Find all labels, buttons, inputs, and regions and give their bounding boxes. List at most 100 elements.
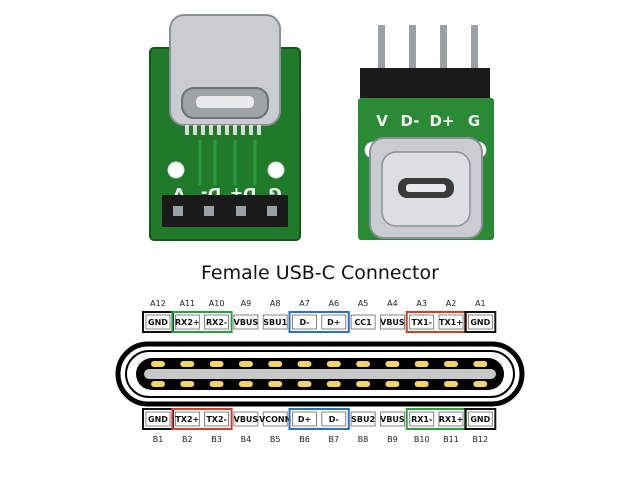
contact-bottom-6 bbox=[326, 381, 341, 387]
bottom-pin-number-10: B11 bbox=[443, 435, 459, 444]
top-pin-number-10: A2 bbox=[446, 299, 457, 308]
top-pin-signal-5: D- bbox=[299, 318, 309, 327]
bottom-group-data bbox=[288, 408, 350, 430]
bottom-pin-number-8: B9 bbox=[387, 435, 398, 444]
contact-bottom-9 bbox=[414, 381, 429, 387]
right-silk-dminus: D- bbox=[401, 112, 420, 130]
right-header-pins bbox=[378, 25, 478, 70]
contact-bottom-0 bbox=[151, 381, 165, 387]
top-pin-number-11: A1 bbox=[475, 299, 486, 308]
bottom-pin-signal-10: RX1+ bbox=[439, 415, 464, 424]
top-pin-signal-3: VBUS bbox=[234, 318, 259, 327]
top-pin-signal-7: CC1 bbox=[354, 318, 372, 327]
top-pin-box-7 bbox=[350, 314, 376, 330]
contact-bottom-4 bbox=[268, 381, 283, 387]
contact-top-8 bbox=[385, 361, 400, 367]
bottom-pin-signal-9: RX1- bbox=[411, 415, 432, 424]
top-pin-number-6: A6 bbox=[329, 299, 340, 308]
top-pin-signal-1: RX2+ bbox=[175, 318, 200, 327]
top-pin-box-2 bbox=[204, 314, 230, 330]
bottom-pin-box-8 bbox=[379, 411, 405, 427]
top-pin-number-9: A3 bbox=[416, 299, 427, 308]
top-pin-box-1 bbox=[174, 314, 200, 330]
top-pin-box-4 bbox=[262, 314, 288, 330]
bottom-pin-signal-0: GND bbox=[148, 415, 168, 424]
top-pin-box-8 bbox=[379, 314, 405, 330]
top-signal-groups bbox=[142, 311, 497, 333]
bottom-signal-groups bbox=[142, 408, 497, 430]
contact-top-5 bbox=[297, 361, 312, 367]
top-pin-number-2: A10 bbox=[209, 299, 225, 308]
bottom-pin-number-0: B1 bbox=[153, 435, 164, 444]
contact-top-6 bbox=[326, 361, 341, 367]
top-pin-number-0: A12 bbox=[150, 299, 166, 308]
bottom-pin-box-1 bbox=[174, 411, 200, 427]
contact-bottom-1 bbox=[180, 381, 195, 387]
left-breakout-board: G D+ D- V bbox=[149, 14, 301, 241]
bottom-pin-number-7: B8 bbox=[358, 435, 369, 444]
bottom-pin-number-1: B2 bbox=[182, 435, 193, 444]
bottom-pin-number-5: B6 bbox=[299, 435, 310, 444]
top-pin-box-10 bbox=[438, 314, 464, 330]
top-pin-signal-9: TX1- bbox=[411, 318, 432, 327]
contact-bottom-10 bbox=[444, 381, 458, 387]
top-pin-signal-0: GND bbox=[148, 318, 168, 327]
contact-top-1 bbox=[180, 361, 195, 367]
bottom-pin-number-6: B7 bbox=[329, 435, 340, 444]
top-pin-number-4: A8 bbox=[270, 299, 281, 308]
top-pin-box-6 bbox=[321, 314, 347, 330]
bottom-pin-box-6 bbox=[321, 411, 347, 427]
contact-bottom-5 bbox=[297, 381, 312, 387]
bottom-pin-box-10 bbox=[438, 411, 464, 427]
bottom-pin-signal-6: D- bbox=[329, 415, 339, 424]
bottom-pin-number-9: B10 bbox=[414, 435, 430, 444]
top-pin-signal-6: D+ bbox=[327, 318, 340, 327]
contact-top-11 bbox=[473, 361, 488, 367]
top-pin-signal-10: TX1+ bbox=[439, 318, 463, 327]
top-group-data bbox=[288, 311, 350, 333]
top-pin-number-7: A5 bbox=[358, 299, 369, 308]
contact-top-2 bbox=[209, 361, 224, 367]
bottom-pin-box-7 bbox=[350, 411, 376, 427]
bottom-pin-signal-5: D+ bbox=[298, 415, 311, 424]
right-breakout-board: V D- D+ G bbox=[358, 25, 494, 240]
diagram-title: Female USB-C Connector bbox=[201, 262, 439, 284]
bottom-pin-signal-3: VBUS bbox=[234, 415, 259, 424]
bottom-pin-number-2: B3 bbox=[211, 435, 222, 444]
top-pin-number-3: A9 bbox=[241, 299, 252, 308]
bottom-pin-signal-7: SBU2 bbox=[351, 415, 375, 424]
bottom-pin-signal-1: TX2+ bbox=[175, 415, 199, 424]
connector-contacts bbox=[151, 361, 488, 387]
top-group-rx2 bbox=[171, 311, 233, 333]
bottom-pin-box-4 bbox=[262, 411, 288, 427]
contact-bottom-8 bbox=[385, 381, 400, 387]
connector-outline bbox=[115, 341, 525, 407]
contact-bottom-2 bbox=[209, 381, 224, 387]
top-pin-box-3 bbox=[233, 314, 259, 330]
bottom-pin-box-3 bbox=[233, 411, 259, 427]
bottom-pin-box-0 bbox=[145, 411, 171, 427]
bottom-pin-box-11 bbox=[467, 411, 493, 427]
bottom-group-gnd-b12 bbox=[464, 408, 497, 430]
contact-top-4 bbox=[268, 361, 283, 367]
top-pin-signal-4: SBU1 bbox=[263, 318, 287, 327]
right-silk-dplus: D+ bbox=[429, 112, 454, 130]
right-pin-header bbox=[360, 68, 490, 100]
top-pin-signal-2: RX2- bbox=[206, 318, 227, 327]
bottom-pin-box-5 bbox=[292, 411, 317, 427]
top-pin-number-1: A11 bbox=[179, 299, 195, 308]
right-silk-g: G bbox=[468, 112, 480, 130]
top-pin-signal-8: VBUS bbox=[380, 318, 405, 327]
bottom-pin-signal-11: GND bbox=[470, 415, 490, 424]
right-silk-v: V bbox=[376, 112, 388, 130]
contact-top-9 bbox=[414, 361, 429, 367]
contact-top-10 bbox=[444, 361, 458, 367]
bottom-pin-number-4: B5 bbox=[270, 435, 281, 444]
top-group-gnd-a1 bbox=[464, 311, 497, 333]
bottom-pin-box-9 bbox=[409, 411, 435, 427]
contact-top-7 bbox=[356, 361, 371, 367]
top-pin-box-11 bbox=[467, 314, 493, 330]
